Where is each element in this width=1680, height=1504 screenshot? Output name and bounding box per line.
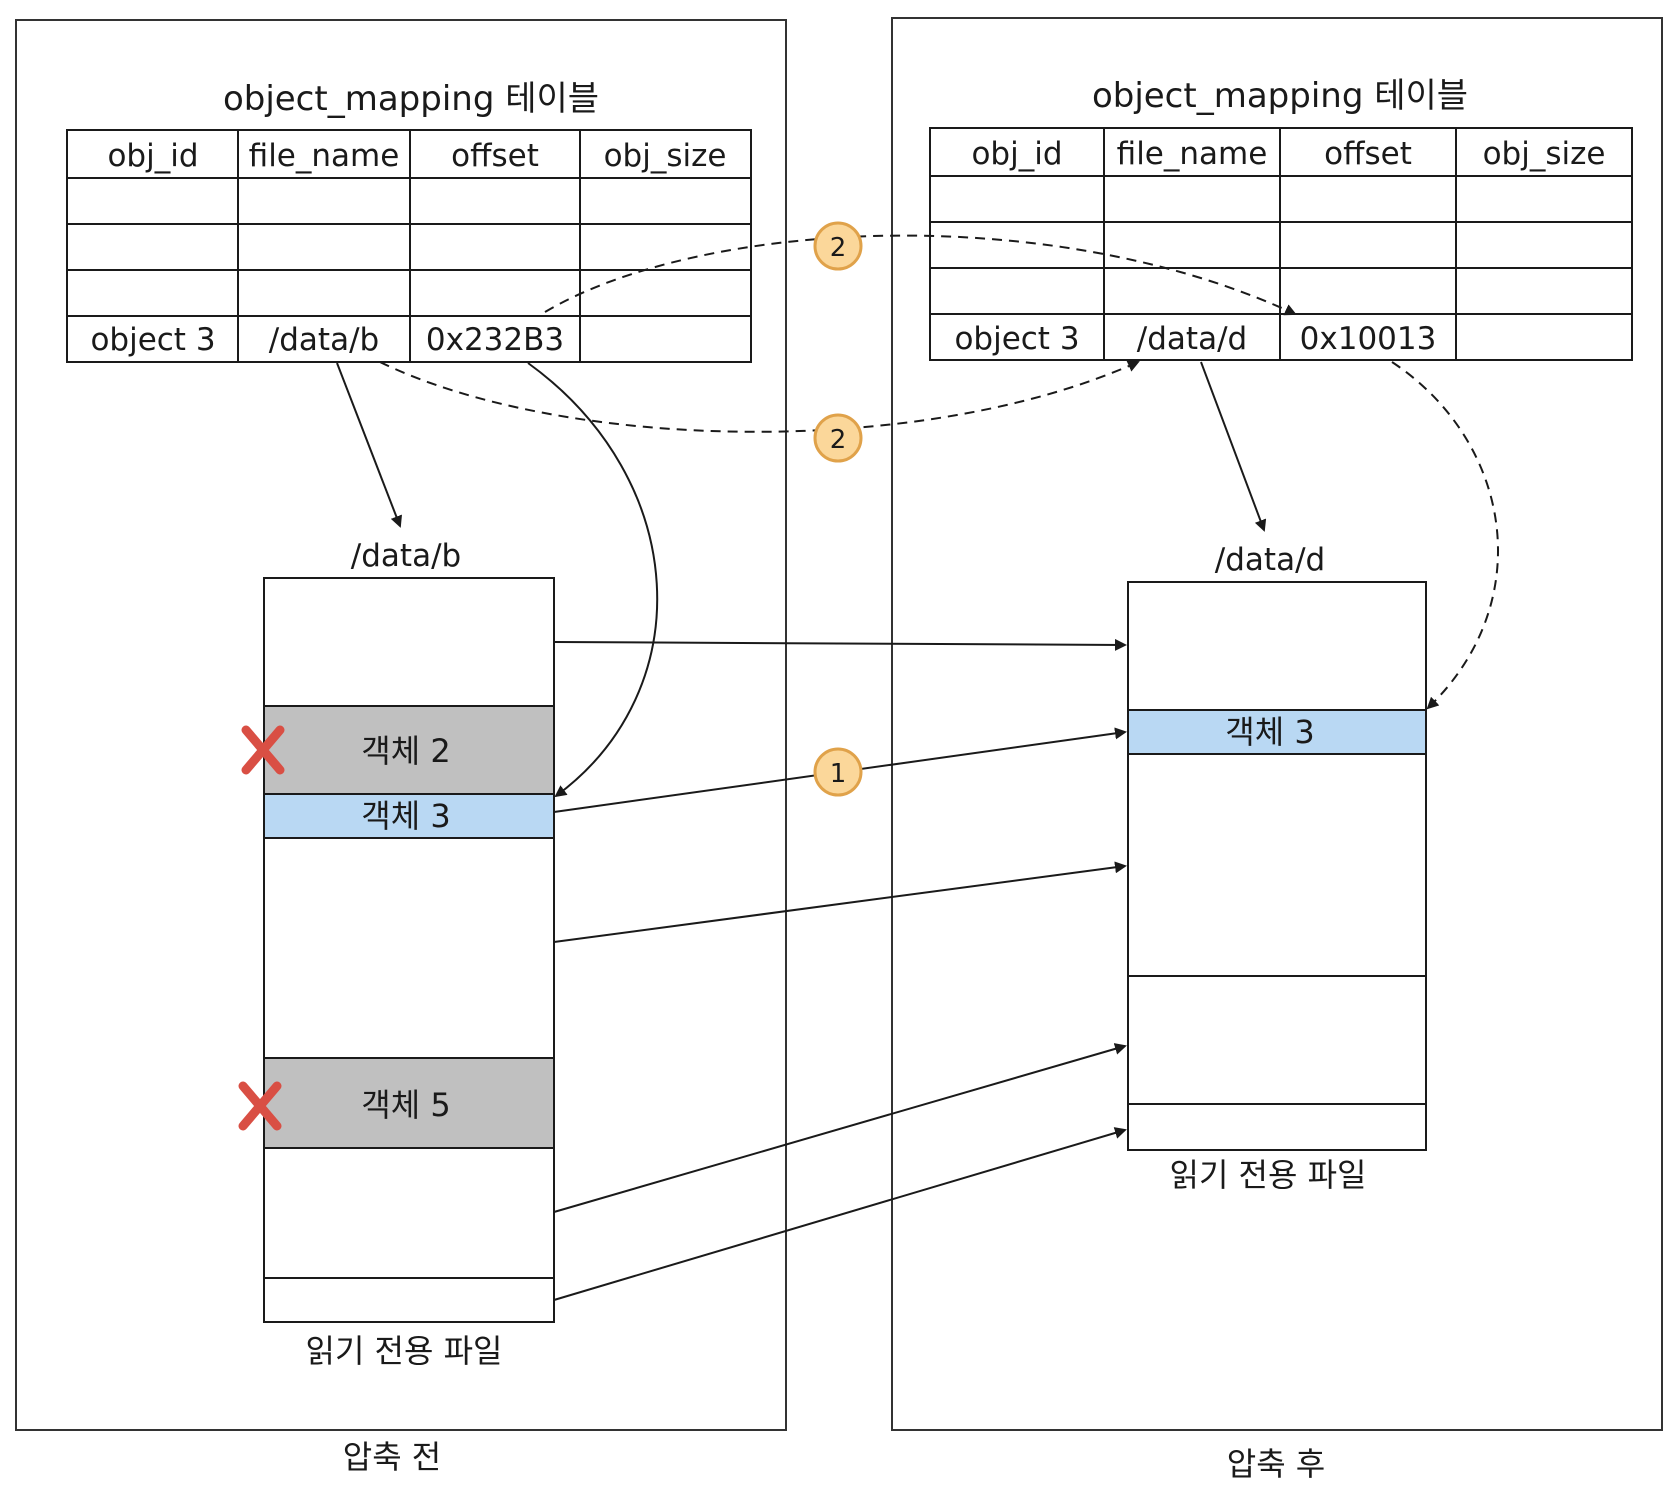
before-block-object-5 — [263, 1057, 555, 1149]
before-block-free-4 — [263, 1277, 555, 1323]
after-cell-offset: 0x10013 — [1300, 321, 1437, 357]
before-file — [263, 577, 555, 1323]
file-name-pointer-arrow — [336, 362, 402, 528]
delete-cross-icon — [238, 1081, 282, 1131]
before-header-file-name: file_name — [249, 138, 400, 174]
after-block-object-3-label: 객체 3 — [1225, 713, 1314, 751]
offset-update-arrow — [544, 234, 1297, 316]
before-block-object-2-label: 객체 2 — [361, 732, 450, 770]
after-block-free-3 — [1127, 975, 1427, 1105]
after-block-object-3 — [1127, 709, 1427, 755]
before-mapping-table — [66, 129, 752, 363]
before-block-object-5-label: 객체 5 — [361, 1086, 450, 1124]
before-block-object-3-label: 객체 3 — [361, 797, 450, 835]
after-file-path: /data/d — [1215, 542, 1325, 578]
before-file-caption: 읽기 전용 파일 — [306, 1332, 503, 1370]
copy-arrow — [553, 1043, 1127, 1213]
after-header-file-name: file_name — [1117, 136, 1268, 172]
after-block-free-4 — [1127, 1103, 1427, 1151]
step-badge-2-bottom: 2 — [813, 413, 863, 463]
after-header-offset: offset — [1324, 136, 1412, 172]
after-file-caption: 읽기 전용 파일 — [1170, 1156, 1367, 1194]
copy-arrow — [553, 638, 1127, 651]
before-block-free-3 — [263, 1147, 555, 1279]
before-cell-file-name: /data/b — [269, 322, 379, 358]
offset-pointer-arrow — [527, 362, 659, 798]
after-header-obj-id: obj_id — [971, 136, 1062, 172]
file-name-update-arrow — [379, 360, 1140, 433]
before-header-obj-id: obj_id — [107, 138, 198, 174]
dashed-arrows — [379, 234, 1499, 710]
after-mapping-table — [929, 127, 1633, 361]
step-badge-1: 1 — [813, 747, 863, 797]
step-badge-1-label: 1 — [830, 759, 847, 789]
after-header-obj-size: obj_size — [1483, 136, 1606, 172]
delete-cross-icon — [241, 725, 285, 775]
before-cell-obj-id: object 3 — [90, 322, 215, 358]
copy-arrow — [553, 861, 1127, 943]
step-badge-2-bottom-label: 2 — [830, 425, 847, 455]
after-panel — [891, 17, 1663, 1431]
after-panel-caption: 압축 후 — [1227, 1445, 1326, 1483]
before-table-title: object_mapping 테이블 — [223, 79, 599, 119]
before-header-offset: offset — [451, 138, 539, 174]
before-panel — [15, 19, 787, 1431]
copy-arrow — [553, 1127, 1127, 1301]
step-badge-2-top-label: 2 — [830, 233, 847, 263]
after-cell-file-name: /data/d — [1137, 321, 1247, 357]
after-cell-obj-id: object 3 — [954, 321, 1079, 357]
after-block-free-2 — [1127, 753, 1427, 977]
before-block-free-1 — [263, 577, 555, 707]
before-header-obj-size: obj_size — [604, 138, 727, 174]
before-block-free-2 — [263, 837, 555, 1059]
before-panel-caption: 압축 전 — [343, 1438, 442, 1476]
after-file — [1127, 581, 1427, 1151]
step-badge-2-top: 2 — [813, 221, 863, 271]
after-offset-pointer-arrow — [1391, 361, 1499, 710]
after-table-title: object_mapping 테이블 — [1092, 76, 1468, 116]
after-file-name-pointer-arrow — [1200, 361, 1267, 532]
before-cell-offset: 0x232B3 — [426, 322, 564, 358]
after-block-free-1 — [1127, 581, 1427, 711]
before-file-path: /data/b — [351, 538, 461, 574]
